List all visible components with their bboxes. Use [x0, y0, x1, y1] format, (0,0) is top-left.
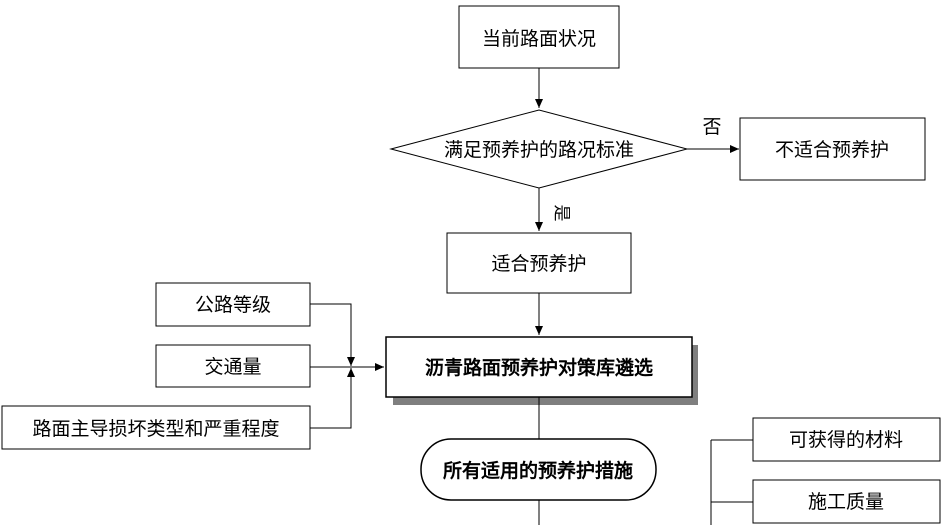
node-suitable-label: 适合预养护 — [491, 253, 586, 275]
node-current-condition: 当前路面状况 — [458, 5, 620, 69]
node-suitable: 适合预养护 — [446, 232, 632, 294]
node-distress-type-label: 路面主导损坏类型和严重程度 — [32, 418, 279, 440]
edge-yes-label: 是 — [551, 205, 571, 222]
node-criteria-decision: 满足预养护的路况标准 — [389, 109, 689, 189]
node-distress-type: 路面主导损坏类型和严重程度 — [1, 405, 311, 450]
node-not-suitable-label: 不适合预养护 — [775, 139, 889, 161]
node-available-materials: 可获得的材料 — [752, 417, 941, 462]
node-available-materials-label: 可获得的材料 — [789, 429, 903, 451]
node-applicable-measures-label: 所有适用的预养护措施 — [443, 459, 633, 482]
edge-constraints-bracket — [710, 439, 753, 525]
edge-no-label: 否 — [702, 116, 721, 138]
node-traffic-volume: 交通量 — [155, 344, 311, 388]
edge-inputs-bracket — [310, 303, 384, 429]
node-road-grade-label: 公路等级 — [195, 294, 271, 316]
node-not-suitable: 不适合预养护 — [739, 117, 926, 181]
node-road-grade: 公路等级 — [155, 282, 311, 327]
node-construction-quality-label: 施工质量 — [808, 491, 884, 513]
node-applicable-measures: 所有适用的预养护措施 — [420, 438, 657, 501]
node-strategy-selection-label: 沥青路面预养护对策库遴选 — [425, 356, 653, 379]
node-criteria-decision-label: 满足预养护的路况标准 — [444, 139, 634, 161]
node-construction-quality: 施工质量 — [752, 479, 941, 524]
node-traffic-volume-label: 交通量 — [204, 356, 261, 378]
node-current-condition-label: 当前路面状况 — [482, 28, 596, 50]
node-strategy-selection: 沥青路面预养护对策库遴选 — [385, 336, 698, 405]
